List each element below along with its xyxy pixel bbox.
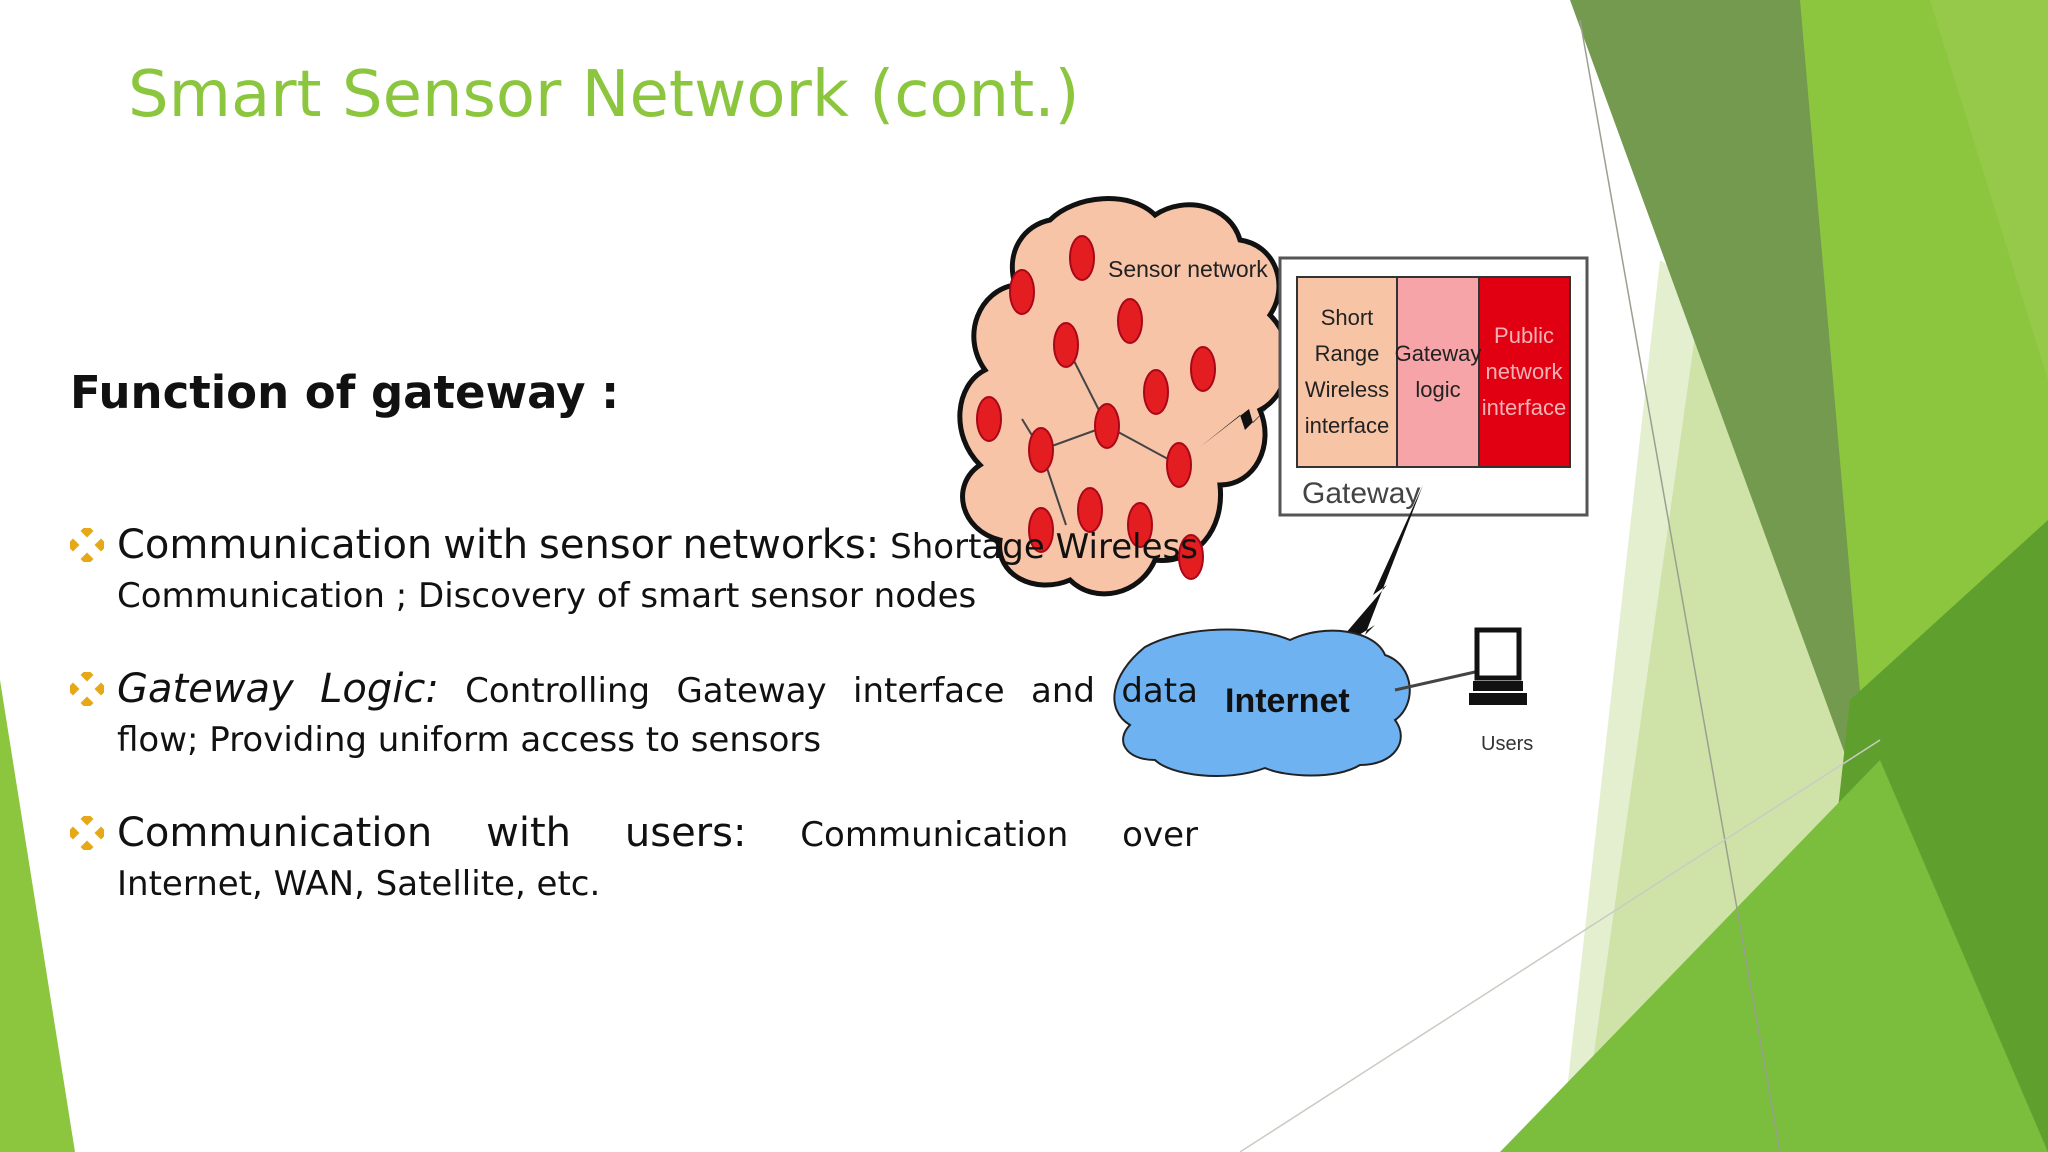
gateway-cell-public (1478, 276, 1571, 468)
cell-text: interface (1482, 395, 1566, 420)
gateway-label: Gateway (1302, 477, 1420, 510)
bullet-second-line: flow; Providing uniform access to sensor… (117, 720, 822, 760)
bullet-word: Communication (117, 522, 433, 568)
slide-title: Smart Sensor Network (cont.) (128, 58, 1080, 132)
bullet-word: Logic: (320, 666, 439, 712)
sensor-node (1117, 298, 1143, 344)
bullet-item: Communication with users: Communication over… (70, 810, 1198, 906)
bullet-word: Shortage (890, 527, 1045, 567)
right-facet-top (1930, 0, 2048, 380)
wireless-link-bolt (1200, 385, 1290, 447)
cell-text: network (1485, 359, 1563, 384)
bullet-second-line: Communication ; Discovery of smart senso… (117, 576, 977, 616)
diamond-bullet-icon (70, 528, 104, 562)
sensor-node (1028, 507, 1054, 553)
cell-text: Range (1315, 341, 1380, 366)
cell-text: Short (1321, 305, 1374, 330)
gateway-cell-short-range (1296, 276, 1398, 468)
left-green-wedge (0, 680, 75, 1152)
bullet-second-line: Internet, WAN, Satellite, etc. (117, 864, 601, 904)
cell-text: interface (1305, 413, 1389, 438)
right-facet-bright (1500, 760, 2048, 1152)
bullet-word: Wireless (1055, 527, 1198, 567)
sensor-node (1166, 442, 1192, 488)
thin-line-1 (1579, 19, 1781, 1152)
diamond-bullet-icon (70, 672, 104, 706)
sensor-node (1069, 235, 1095, 281)
gateway-cell-logic (1396, 276, 1480, 468)
bullet-word: with (443, 522, 529, 568)
bullet-word: Communication (800, 815, 1069, 855)
bullet-word: interface (853, 671, 1005, 711)
bullet-word: Gateway (117, 666, 294, 712)
bullet-first-line: Communication with users: Communication over (117, 810, 1198, 862)
bullet-word: Controlling (465, 671, 651, 711)
computer-icon (1469, 627, 1527, 705)
right-facet-dark (1570, 0, 1880, 850)
sensor-node (1127, 502, 1153, 548)
gateway-cell-public-label: Public network interface (1482, 323, 1566, 420)
bullet-word: with (486, 810, 572, 856)
section-heading: Function of gateway : (70, 366, 620, 419)
thin-line-2 (1239, 739, 1881, 1152)
bullet-word: Communication (117, 810, 433, 856)
gateway-cell-logic-label: Gateway logic (1395, 341, 1482, 402)
bullet-word: data (1121, 671, 1198, 711)
users-label: Users (1481, 733, 1533, 755)
internet-cloud (1113, 628, 1411, 778)
bullet-word: users: (624, 810, 747, 856)
sensor-node (1077, 487, 1103, 533)
right-facet-light-2 (1580, 300, 1900, 1152)
bullet-word: and (1031, 671, 1095, 711)
sensor-node (1190, 346, 1216, 392)
sensor-node (1009, 269, 1035, 315)
cell-text: Public (1494, 323, 1554, 348)
users-link-line (1394, 670, 1476, 692)
bullet-first-line: Gateway Logic: Controlling Gateway interface… (117, 666, 1198, 718)
sensor-node (1143, 369, 1169, 415)
gateway-diagram: Sensor network Short Range Wireless inte… (957, 196, 1589, 778)
sensor-node (1094, 403, 1120, 449)
internet-label: Internet (1225, 682, 1350, 720)
bullet-word: Gateway (676, 671, 827, 711)
sensor-nodes (976, 235, 1216, 580)
diamond-bullet-icon (70, 816, 104, 850)
cell-text: Wireless (1305, 377, 1389, 402)
bullet-word: networks: (682, 522, 880, 568)
bullet-word: sensor (539, 522, 672, 568)
sensor-network-cloud (957, 196, 1291, 597)
sensor-node (1053, 322, 1079, 368)
bullet-item: Gateway Logic: Controlling Gateway interface… (70, 666, 1198, 762)
bullet-word: over (1122, 815, 1198, 855)
gateway-cell-short-range-label: Short Range Wireless interface (1305, 305, 1389, 438)
sensor-network-label: Sensor network (1108, 256, 1268, 282)
sensor-node (1028, 427, 1054, 473)
cell-text: logic (1415, 377, 1460, 402)
sensor-node (1178, 534, 1204, 580)
sensor-node (976, 396, 1002, 442)
cell-text: Gateway (1395, 341, 1482, 366)
